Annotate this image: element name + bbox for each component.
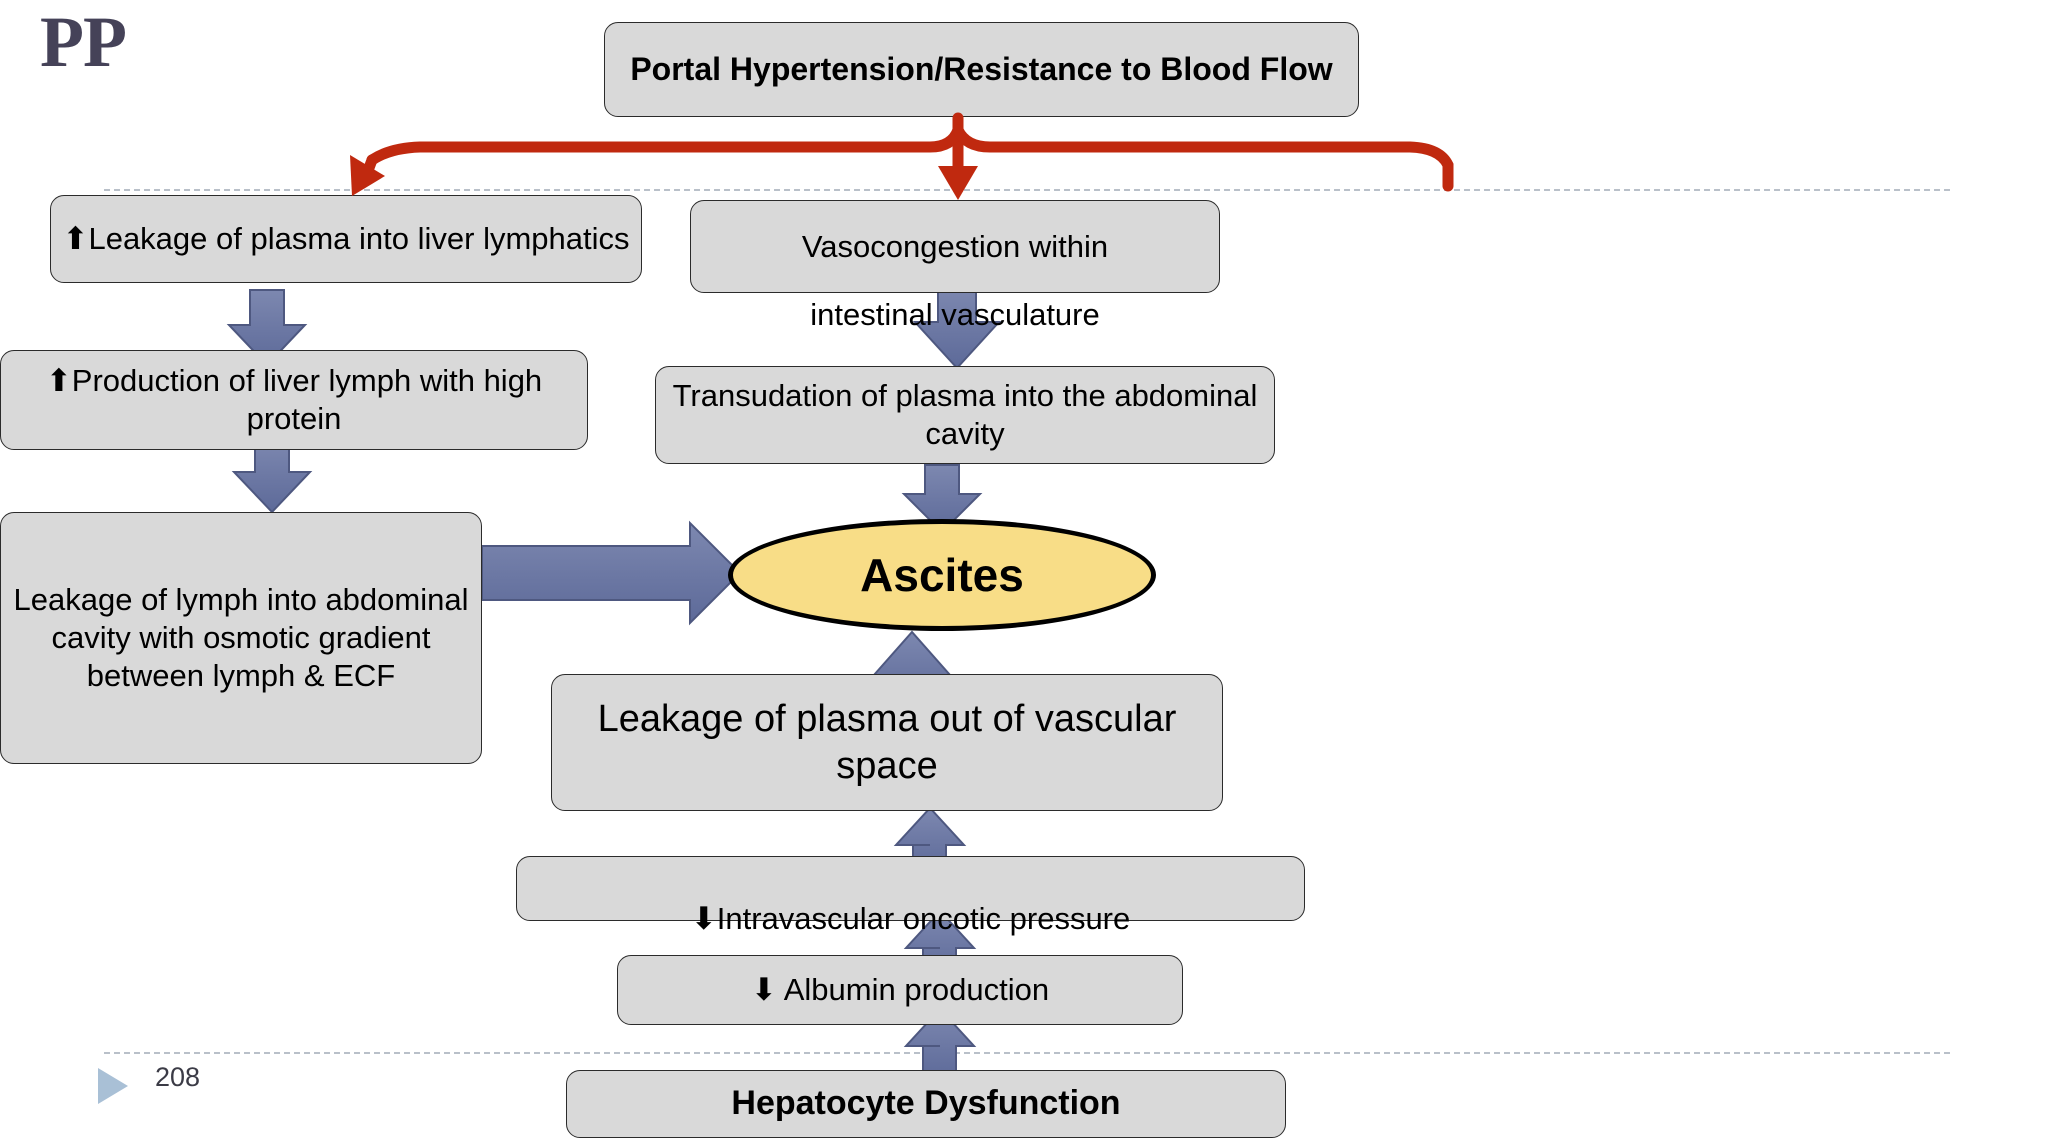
node-leakage-of-plasma-out-of-vascular-space-label: Leakage of plasma out of vascular space: [597, 698, 1177, 787]
node-leakage-of-lymph-into-abdominal-cavity[interactable]: Leakage of lymph into abdominal cavity w…: [0, 512, 482, 764]
node-intravascular-oncotic-pressure[interactable]: ⬇Intravascular oncotic pressure: [516, 856, 1305, 936]
node-leakage-of-lymph-into-abdominal-cavity-label: Leakage of lymph into abdominal cavity w…: [13, 582, 469, 693]
guide-line-bottom: [104, 1052, 1950, 1054]
node-ascites-label: Ascites: [860, 549, 1024, 601]
slide-number: 208: [155, 1062, 201, 1092]
node-portal-hypertension[interactable]: Portal Hypertension/Resistance to Blood …: [604, 22, 1359, 117]
red-rail-right: [952, 124, 1454, 192]
arrow-production-to-lymphleak: [231, 439, 313, 514]
node-albumin-production[interactable]: ⬇ Albumin production: [617, 955, 1183, 1025]
guide-line-top: [104, 189, 1950, 191]
node-albumin-production-label: ⬇ Albumin production: [750, 972, 1050, 1008]
node-production-of-liver-lymph-label: ⬆Production of liver lymph with high pro…: [45, 363, 543, 436]
node-transudation-of-plasma[interactable]: Transudation of plasma into the abdomina…: [655, 366, 1275, 464]
red-arrowhead-vasocongestion: [938, 166, 978, 200]
node-vasocongestion-overflow-label: intestinal vasculature: [810, 297, 1100, 332]
node-vasocongestion-overflow-text: intestinal vasculature: [690, 297, 1220, 333]
arrow-lymphleak-to-ascites: [481, 520, 742, 626]
node-hepatocyte-dysfunction-label: Hepatocyte Dysfunction: [731, 1084, 1121, 1123]
node-vasocongestion[interactable]: Vasocongestion within: [690, 200, 1220, 293]
node-production-of-liver-lymph[interactable]: ⬆Production of liver lymph with high pro…: [0, 350, 588, 450]
node-leakage-of-plasma-into-liver-lymphatics[interactable]: ⬆Leakage of plasma into liver lymphatics: [50, 195, 642, 283]
node-portal-hypertension-label: Portal Hypertension/Resistance to Blood …: [630, 50, 1333, 87]
red-left-leg: [360, 154, 378, 182]
node-leakage-of-plasma-out-of-vascular-space[interactable]: Leakage of plasma out of vascular space: [551, 674, 1223, 811]
red-connector-portal-branching: [360, 112, 1454, 192]
pp-logo: PP: [40, 2, 127, 82]
node-transudation-of-plasma-label: Transudation of plasma into the abdomina…: [672, 378, 1258, 451]
red-rail-left: [366, 124, 964, 166]
node-leakage-of-plasma-into-liver-lymphatics-label: ⬆Leakage of plasma into liver lymphatics: [62, 221, 630, 257]
node-vasocongestion-label: Vasocongestion within: [801, 228, 1109, 264]
play-triangle-icon: [98, 1068, 128, 1104]
node-hepatocyte-dysfunction[interactable]: Hepatocyte Dysfunction: [566, 1070, 1286, 1138]
node-ascites[interactable]: Ascites: [728, 519, 1156, 631]
node-intravascular-oncotic-pressure-label: ⬇Intravascular oncotic pressure: [690, 901, 1131, 937]
